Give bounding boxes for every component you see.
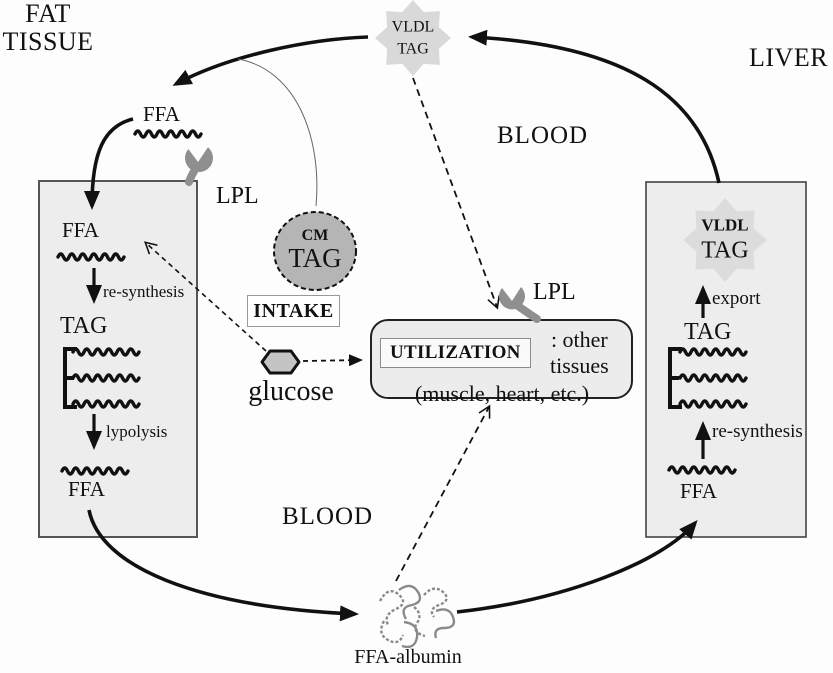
wave-fat-ffa-in (56, 252, 126, 262)
utilization-content: UTILIZATION : other tissues (muscle, hea… (380, 327, 624, 407)
fat-ffa-in-label: FFA (62, 218, 99, 242)
utilization-suffix: : other tissues (550, 327, 609, 378)
blood-lower-label: BLOOD (282, 503, 374, 530)
fat-resynthesis-label: re-synthesis (103, 282, 185, 301)
wave-fat-tag-3 (71, 399, 141, 409)
liver-tag-label: TAG (684, 319, 732, 345)
wave-fat-tag-2 (71, 373, 141, 383)
arrow-ffa-to-albumin (87, 509, 359, 622)
lpl-enzyme-icon (498, 287, 541, 323)
liver-export-label: export (712, 288, 761, 309)
wave-ffa-blood (133, 129, 203, 139)
cm-particle-label: CM TAG (288, 227, 341, 273)
albumin-protein-icon (378, 584, 456, 649)
wave-liver-ffa-wave (678, 399, 748, 409)
lpl-other-label: LPL (533, 279, 576, 305)
fat-tissue-line2: TISSUE (2, 27, 94, 57)
ffa-blood-label: FFA (143, 102, 180, 126)
glucose-label: glucose (248, 376, 334, 407)
cm-connector-line (237, 58, 318, 207)
intake-box: INTAKE (247, 295, 340, 327)
blood-upper-label: BLOOD (497, 122, 589, 149)
wave-fat-ffa-out (60, 466, 130, 476)
ffa-albumin-label: FFA-albumin (354, 646, 462, 668)
fat-lypolysis-label: lypolysis (106, 422, 168, 441)
fat-tag-label: TAG (60, 313, 108, 339)
dashed-albumin-to-utilization (395, 404, 491, 582)
arrow-ffa-into-fat-cell (84, 117, 134, 210)
fat-tissue-region-label: FAT TISSUE (0, 0, 96, 56)
fat-tissue-line1: FAT (25, 0, 71, 28)
vldl-blood-line1: VLDL (391, 18, 435, 36)
tag-bracket-fat (63, 347, 77, 409)
vldl-blood-line2: TAG (397, 40, 429, 57)
wave-liver-tag-2 (678, 373, 748, 383)
dashed-vldl-to-utilization (412, 77, 500, 310)
cm-line2: TAG (288, 243, 342, 274)
vldl-blood-label: VLDL TAG (392, 16, 435, 59)
arrow-liver-to-vldl-blood (468, 29, 721, 184)
wave-liver-ffa-out (667, 465, 737, 475)
dashed-glucose-to-utilization (302, 354, 363, 367)
vldl-liver-line1: VLDL (701, 215, 749, 235)
lpl-enzyme-icon (185, 147, 214, 186)
arrow-vldl-to-fat-tissue (172, 35, 369, 86)
utilization-label: UTILIZATION (380, 338, 531, 368)
liver-region-label: LIVER (749, 43, 829, 72)
cm-line1: CM (301, 226, 329, 244)
vldl-liver-label: VLDL TAG (701, 214, 748, 265)
utilization-detail: (muscle, heart, etc.) (414, 381, 590, 406)
wave-liver-tag-1 (678, 347, 748, 357)
vldl-liver-line2: TAG (701, 237, 749, 264)
liver-resynthesis-label: re-synthesis (712, 421, 803, 442)
wave-fat-tag-1 (71, 347, 141, 357)
tag-bracket-liver (668, 347, 682, 409)
chylomicron-circle (273, 211, 357, 291)
glucose-hexagon-icon (260, 349, 301, 375)
fatty-acid-wavy-lines (56, 129, 748, 476)
lpl-fat-label: LPL (216, 183, 259, 209)
liver-ffa-label: FFA (680, 479, 717, 503)
arrow-albumin-to-liver (456, 519, 698, 614)
fat-ffa-out-label: FFA (68, 477, 105, 501)
